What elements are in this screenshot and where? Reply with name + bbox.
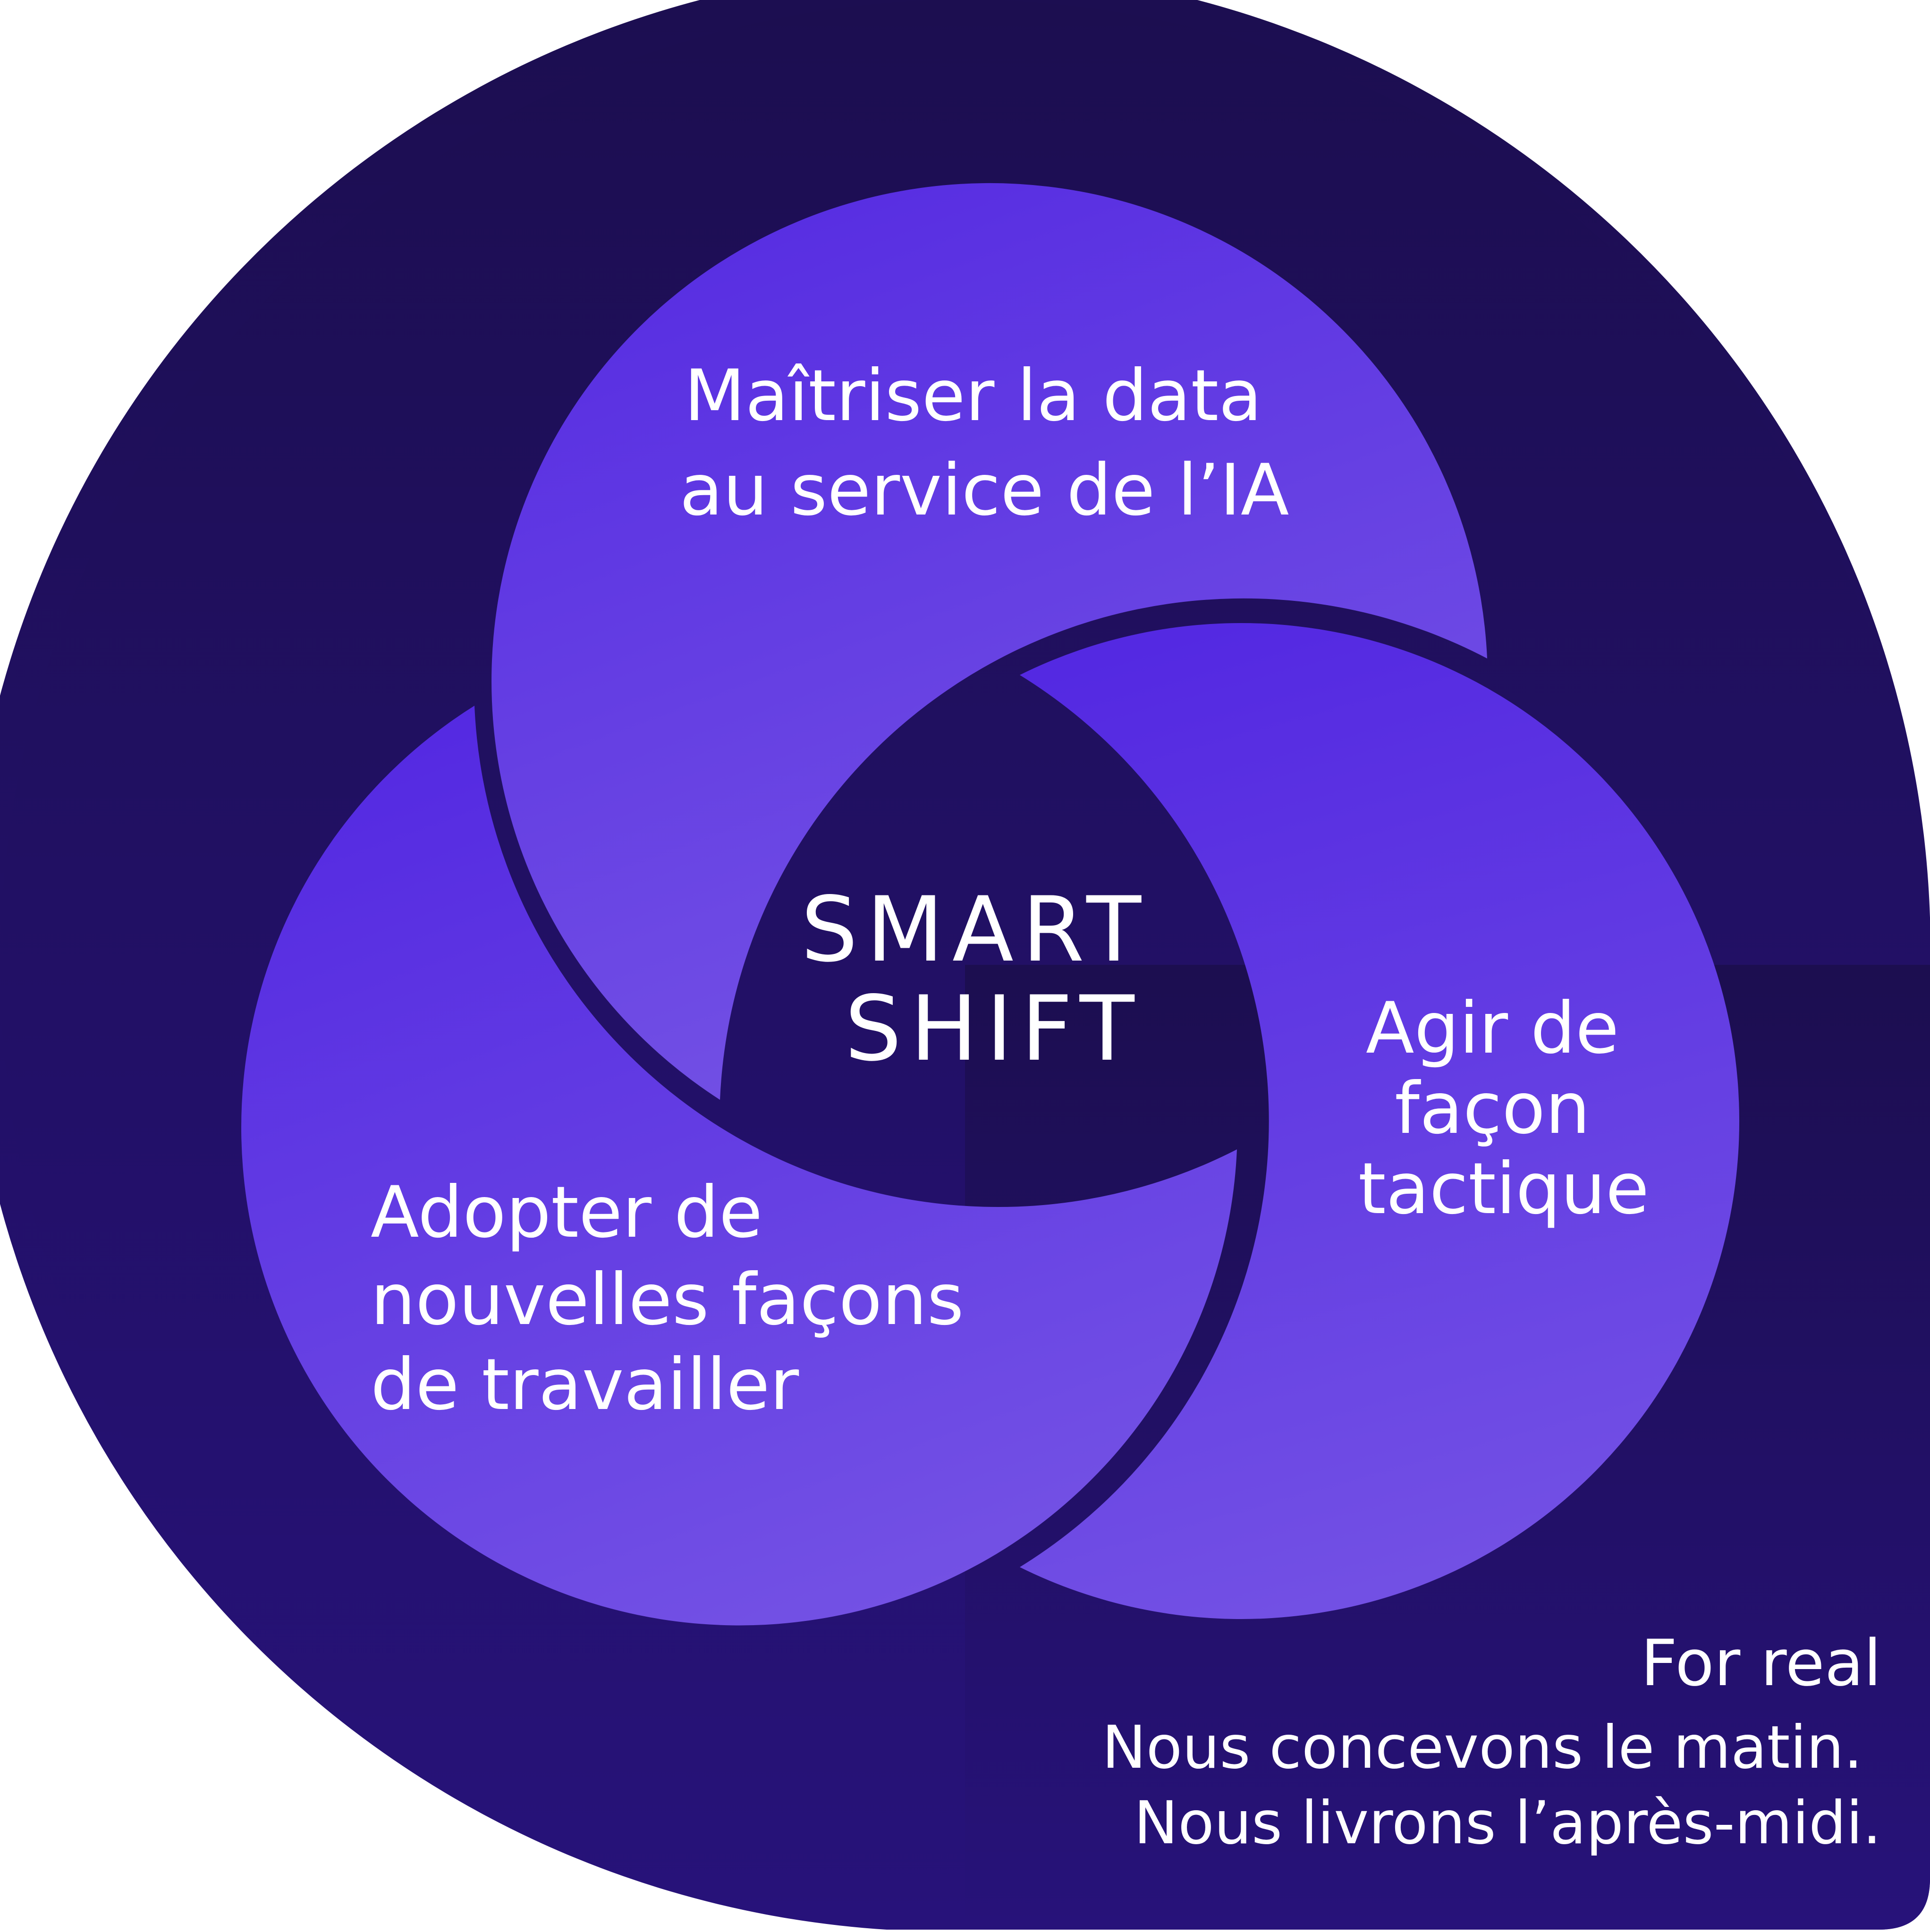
center-label: SMART SHIFT [801, 877, 1186, 1081]
tagline-line-2: Nous livrons l’après-midi. [1134, 1789, 1881, 1857]
petal-right-line-2: façon [1395, 1068, 1590, 1150]
tagline-title: For real [1641, 1626, 1881, 1700]
center-line-1: SMART [801, 877, 1150, 982]
petal-top [491, 183, 1487, 1100]
tagline-text: Nous concevons le matin. Nous livrons l’… [1102, 1713, 1881, 1857]
petal-right-line-3: tactique [1358, 1148, 1649, 1230]
petal-top-line-1: Maîtriser la data [684, 355, 1262, 437]
petal-right-line-1: Agir de [1366, 987, 1619, 1070]
petal-right [1020, 623, 1740, 1620]
petal-right-label: Agir de façon tactique [1358, 987, 1649, 1230]
petal-left-line-2: nouvelles façons [371, 1259, 964, 1341]
petal-left-label: Adopter de nouvelles façons de travaille… [371, 1172, 986, 1426]
petal-top-label: Maîtriser la data au service de l’IA [679, 355, 1289, 532]
tagline-line-1: Nous concevons le matin. [1102, 1713, 1862, 1782]
center-line-2: SHIFT [845, 977, 1143, 1081]
petal-left [241, 706, 1237, 1626]
petal-left-line-1: Adopter de [371, 1172, 762, 1254]
petal-top-line-2: au service de l’IA [679, 449, 1289, 532]
petal-left-line-3: de travailler [371, 1344, 799, 1426]
